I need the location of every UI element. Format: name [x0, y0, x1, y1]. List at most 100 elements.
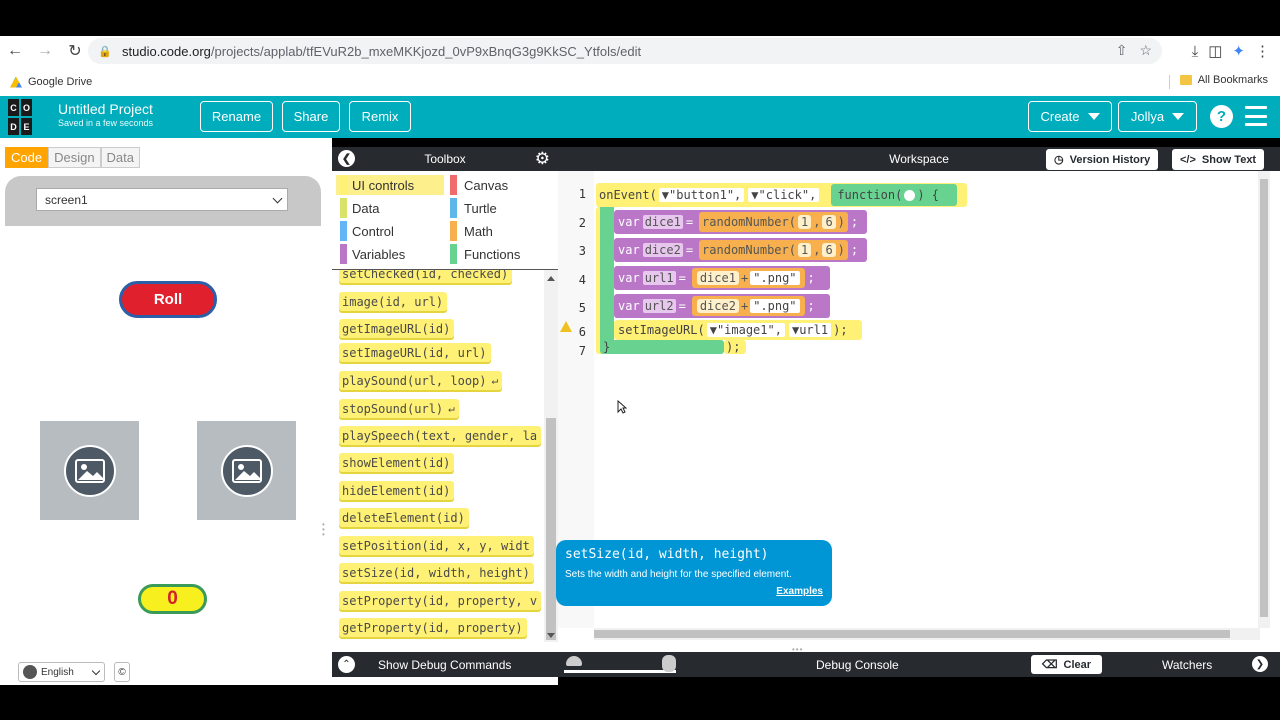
category-turtle[interactable]: Turtle	[446, 198, 554, 218]
concat-block[interactable]: dice1+".png"	[691, 268, 805, 288]
user-menu-button[interactable]: Jollya	[1118, 101, 1197, 132]
workspace-horizontal-scrollbar[interactable]	[594, 628, 1260, 640]
extension-icon[interactable]: ✦	[1232, 43, 1245, 60]
code-area[interactable]: onEvent( ▼"button1", ▼"click", function(…	[594, 171, 1260, 628]
category-ui-controls[interactable]: UI controls	[336, 175, 444, 195]
back-icon[interactable]: ←	[7, 42, 23, 59]
onEvent-block[interactable]: onEvent( ▼"button1", ▼"click", function(…	[596, 183, 967, 207]
url-arg[interactable]: ▼url1	[788, 323, 832, 337]
block-setSize[interactable]: setSize(id, width, height)	[339, 563, 534, 582]
show-debug-commands[interactable]: Show Debug Commands	[378, 658, 512, 672]
variable-name[interactable]: dice1	[642, 215, 683, 229]
randomNumber-block[interactable]: randomNumber(1,6)	[699, 212, 848, 232]
category-math[interactable]: Math	[446, 221, 554, 241]
category-functions[interactable]: Functions	[446, 244, 554, 264]
show-text-button[interactable]: </>Show Text	[1172, 149, 1265, 170]
bookmark-google-drive[interactable]: Google Drive	[10, 76, 92, 88]
block-stopSound[interactable]: stopSound(url)↵	[339, 399, 459, 418]
number-arg[interactable]: 6	[822, 215, 836, 229]
variable-name[interactable]: dice2	[642, 243, 683, 257]
var-dice2-block[interactable]: var dice2 = randomNumber(1,6) ;	[614, 238, 867, 262]
randomNumber-block[interactable]: randomNumber(1,6)	[699, 240, 848, 260]
watchers-title[interactable]: Watchers	[1162, 658, 1213, 672]
rename-button[interactable]: Rename	[200, 101, 273, 132]
tab-design[interactable]: Design	[48, 147, 101, 168]
share-button[interactable]: Share	[282, 101, 340, 132]
scroll-thumb[interactable]	[594, 630, 1230, 638]
concat-block[interactable]: dice2+".png"	[691, 296, 805, 316]
menu-dots-icon[interactable]: ⋮	[1255, 43, 1270, 60]
function-block[interactable]: function() {	[831, 184, 958, 206]
tab-code[interactable]: Code	[5, 147, 49, 168]
block-hideElement[interactable]: hideElement(id)	[339, 481, 455, 500]
share-page-icon[interactable]: ⇧	[1115, 42, 1128, 58]
examples-link[interactable]: Examples	[776, 586, 823, 597]
create-menu-button[interactable]: Create	[1028, 101, 1112, 132]
workspace-vertical-scrollbar[interactable]	[1258, 171, 1270, 628]
remix-button[interactable]: Remix	[349, 101, 411, 132]
category-control[interactable]: Control	[336, 221, 444, 241]
forward-icon[interactable]: →	[37, 42, 53, 59]
bookmark-star-icon[interactable]: ☆	[1139, 42, 1152, 58]
string-arg[interactable]: ".png"	[750, 299, 800, 313]
number-arg[interactable]: 6	[822, 243, 836, 257]
setImageURL-block[interactable]: setImageURL( ▼"image1", ▼url1 );	[614, 320, 862, 340]
button-id-arg[interactable]: ▼"button1",	[658, 188, 745, 202]
var-url2-block[interactable]: var url2 = dice2+".png" ;	[614, 294, 830, 318]
image-id-arg[interactable]: ▼"image1",	[706, 323, 785, 337]
number-arg[interactable]: 1	[797, 215, 812, 229]
toolbox-scrollbar[interactable]	[544, 270, 558, 642]
copyright-button[interactable]: ©	[114, 662, 130, 682]
category-variables[interactable]: Variables	[336, 244, 444, 264]
block-setImageURL[interactable]: setImageURL(id, url)	[339, 343, 491, 362]
var-dice1-block[interactable]: var dice1 = randomNumber(1,6) ;	[614, 210, 867, 234]
warning-icon[interactable]	[560, 321, 572, 332]
number-arg[interactable]: 1	[797, 243, 812, 257]
image1-placeholder[interactable]	[40, 421, 139, 520]
block-setPosition[interactable]: setPosition(id, x, y, widt	[339, 536, 534, 555]
all-bookmarks[interactable]: All Bookmarks	[1179, 74, 1268, 86]
tab-data[interactable]: Data	[100, 147, 141, 168]
download-icon[interactable]: ⤓	[1191, 42, 1199, 60]
block-image[interactable]: image(id, url)	[339, 292, 448, 311]
code-org-logo[interactable]: C O D E	[8, 99, 45, 135]
version-history-button[interactable]: ◷Version History	[1046, 149, 1159, 170]
block-setProperty[interactable]: setProperty(id, property, v	[339, 591, 542, 610]
string-arg[interactable]: ".png"	[750, 271, 800, 285]
speed-slider[interactable]	[564, 670, 676, 673]
reload-icon[interactable]: ↻	[68, 43, 82, 60]
image2-placeholder[interactable]	[197, 421, 296, 520]
scroll-thumb[interactable]	[1260, 179, 1268, 617]
address-bar[interactable]: 🔒 studio.code.org/projects/applab/tfEVuR…	[88, 38, 1162, 64]
gear-icon[interactable]: ⚙	[534, 149, 550, 168]
screen-selector[interactable]: screen1	[36, 188, 288, 211]
scroll-down-icon[interactable]	[547, 633, 555, 638]
hamburger-menu-icon[interactable]	[1245, 106, 1267, 126]
scroll-thumb[interactable]	[546, 418, 556, 640]
variable-name[interactable]: url2	[642, 299, 676, 313]
language-selector[interactable]: English	[18, 662, 105, 682]
scroll-up-icon[interactable]	[547, 276, 555, 281]
help-icon[interactable]: ?	[1210, 105, 1233, 128]
variable-arg[interactable]: dice1	[696, 271, 739, 285]
expand-debug-icon[interactable]: ⌃	[338, 656, 355, 673]
var-url1-block[interactable]: var url1 = dice1+".png" ;	[614, 266, 830, 290]
block-getProperty[interactable]: getProperty(id, property)	[339, 618, 527, 637]
collapse-toolbox-icon[interactable]: ❮	[338, 150, 355, 167]
block-deleteElement[interactable]: deleteElement(id)	[339, 508, 469, 527]
resize-grip[interactable]: •••	[792, 645, 804, 654]
block-setChecked[interactable]: setChecked(id, checked)	[339, 270, 513, 283]
category-canvas[interactable]: Canvas	[446, 175, 554, 195]
sidepanel-icon[interactable]: ◫	[1208, 43, 1223, 60]
panel-resize-handle[interactable]: •••	[322, 520, 325, 539]
chevron-right-icon[interactable]: ❯	[1252, 656, 1268, 672]
block-playSound[interactable]: playSound(url, loop)↵	[339, 371, 503, 390]
clear-console-button[interactable]: ⌫Clear	[1031, 655, 1102, 674]
event-type-arg[interactable]: ▼"click",	[748, 188, 820, 202]
block-playSpeech[interactable]: playSpeech(text, gender, la	[339, 426, 542, 445]
block-getImageURL[interactable]: getImageURL(id)	[339, 319, 455, 338]
roll-button[interactable]: Roll	[119, 281, 217, 318]
category-data[interactable]: Data	[336, 198, 444, 218]
block-showElement[interactable]: showElement(id)	[339, 453, 455, 472]
variable-name[interactable]: url1	[642, 271, 676, 285]
